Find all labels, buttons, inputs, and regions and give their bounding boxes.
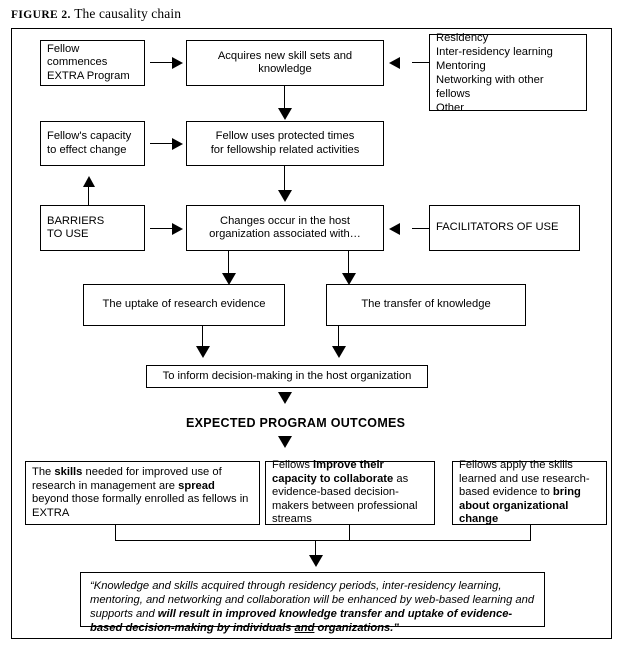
figure-frame [11,28,612,639]
arrowhead-changes-to-transfer [342,273,356,285]
connector-transfer-to-inform [338,326,339,348]
figure-title: The causality chain [74,6,182,21]
connector-capacity-to-protected [150,143,174,144]
node-fellow-commences-text: Fellow commences EXTRA Program [47,42,130,82]
arrowhead-inputs-to-acquires [389,57,400,69]
figure-label: FIGURE 2. [11,9,71,21]
arrowhead-changes-to-uptake [222,273,236,285]
arrowhead-transfer-to-inform [332,346,346,358]
connector-commences-to-acquires [150,62,174,63]
node-protected-times-text: Fellow uses protected times for fellowsh… [210,130,360,156]
node-acquires-skills-text: Acquires new skill sets and knowledge [217,49,353,76]
quote-box: “Knowledge and skills acquired through r… [80,572,545,634]
arrowhead-heading-to-outcomes [278,436,292,448]
node-transfer-of-knowledge: The transfer of knowledge [326,284,526,326]
node-fellow-capacity-text: Fellow's capacity to effect change [47,130,132,156]
connector-inputs-to-acquires [412,62,430,63]
connector-acquires-to-protected [284,86,285,110]
connector-changes-branch-right [348,251,349,275]
connector-changes-branch-left [228,251,229,275]
node-changes-occur-text: Changes occur in the host organization a… [209,214,361,241]
node-transfer-text: The transfer of knowledge [361,298,491,311]
node-fellow-capacity: Fellow's capacity to effect change [40,121,145,166]
outcome-box-organizational-change: Fellows apply the skills learned and use… [452,459,607,526]
quote-text: “Knowledge and skills acquired through r… [90,580,535,634]
arrowhead-capacity-to-protected [172,138,183,150]
arrowhead-commences-to-acquires [172,57,183,69]
connector-barriers-to-capacity [88,186,89,210]
node-changes-occur: Changes occur in the host organization a… [186,205,384,251]
arrowhead-barriers-to-capacity [83,176,95,187]
arrowhead-join-to-quote [309,555,323,567]
node-inform-decision-making: To inform decision-making in the host or… [146,365,428,388]
outcome-box-skills-spread: The skills needed for improved use of re… [25,461,260,525]
node-facilitators-of-use-text: FACILITATORS OF USE [436,221,559,234]
connector-join-to-quote [315,540,316,557]
connector-uptake-to-inform [202,326,203,348]
arrowhead-protected-to-changes [278,190,292,202]
node-facilitators-of-use: FACILITATORS OF USE [429,205,580,251]
arrowhead-uptake-to-inform [196,346,210,358]
outcome-box-collaborate: Fellows improve their capacity to collab… [265,459,435,526]
node-uptake-research-evidence: The uptake of research evidence [83,284,285,326]
outcome-box-organizational-change-text: Fellows apply the skills learned and use… [459,459,590,526]
arrowhead-acquires-to-protected [278,108,292,120]
connector-protected-to-changes [284,166,285,192]
connector-facilitators-to-changes [412,228,430,229]
connector-barriers-to-changes [150,228,174,229]
outcome-box-collaborate-text: Fellows improve their capacity to collab… [272,459,418,526]
connector-outcome1-stem [115,525,116,540]
arrowhead-inform-to-heading [278,392,292,404]
section-heading-expected-outcomes: EXPECTED PROGRAM OUTCOMES [186,416,406,430]
connector-outcome3-stem [530,525,531,540]
outcome-box-skills-spread-text: The skills needed for improved use of re… [32,466,249,519]
node-barriers-to-use: BARRIERS TO USE [40,205,145,251]
node-fellow-commences: Fellow commences EXTRA Program [40,40,145,86]
node-acquires-skills: Acquires new skill sets and knowledge [186,40,384,86]
node-inform-text: To inform decision-making in the host or… [162,369,412,382]
figure-caption: FIGURE 2. The causality chain [11,6,181,22]
connector-outcomes-join-bar [115,540,531,541]
node-protected-times: Fellow uses protected times for fellowsh… [186,121,384,166]
node-barriers-to-use-text: BARRIERS TO USE [47,214,105,241]
node-uptake-text: The uptake of research evidence [102,298,266,311]
connector-outcome2-stem [349,525,350,540]
arrowhead-facilitators-to-changes [389,223,400,235]
node-inputs-list-text: Residency Inter-residency learning Mento… [436,31,553,114]
node-inputs-list: Residency Inter-residency learning Mento… [429,32,587,114]
arrowhead-barriers-to-changes [172,223,183,235]
